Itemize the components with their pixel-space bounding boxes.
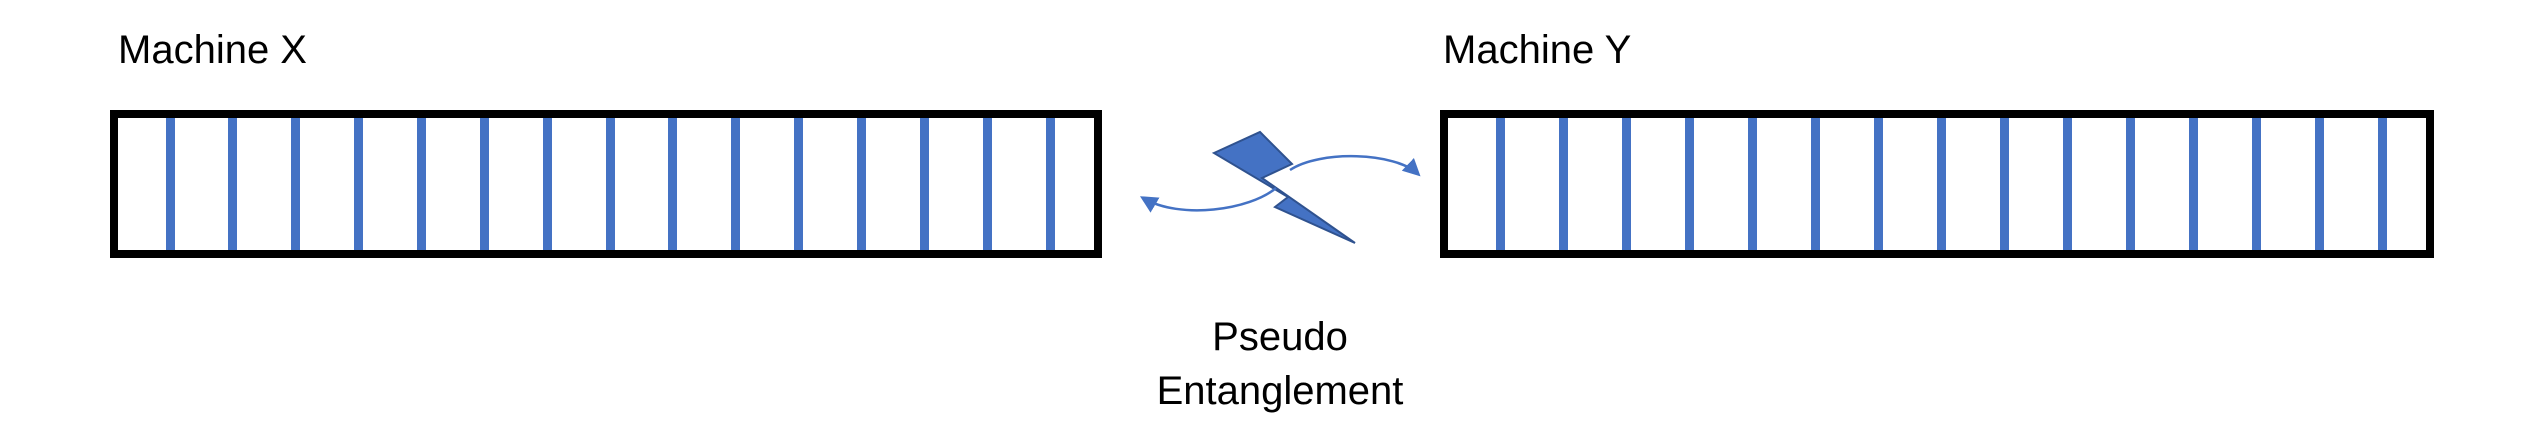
slot-bar	[1045, 118, 1055, 250]
slot-bar	[354, 118, 364, 250]
machine-x-box	[110, 110, 1102, 258]
slot-bar	[1495, 118, 1505, 250]
entanglement-label-line1: Pseudo	[1212, 315, 1348, 359]
slot-bar	[1747, 118, 1757, 250]
slot-bar	[1684, 118, 1694, 250]
slot-bar	[479, 118, 489, 250]
slot-bar	[416, 118, 426, 250]
entanglement-label-line2: Entanglement	[1156, 369, 1404, 413]
slot-bar	[1810, 118, 1820, 250]
slot-bar	[228, 118, 238, 250]
slot-bar	[982, 118, 992, 250]
slot-bar	[165, 118, 175, 250]
slot-bar	[542, 118, 552, 250]
machine-y-box	[1440, 110, 2434, 258]
double-arrow-icon	[1143, 155, 1418, 210]
slot-bar	[1999, 118, 2009, 250]
slot-bar	[291, 118, 301, 250]
slot-bar	[2251, 118, 2261, 250]
slot-bar	[668, 118, 678, 250]
slot-bar	[1558, 118, 1568, 250]
slot-bar	[605, 118, 615, 250]
machine-x-label: Machine X	[118, 28, 307, 72]
machine-y-label: Machine Y	[1443, 28, 1632, 72]
slot-bar	[1873, 118, 1883, 250]
slot-bar	[856, 118, 866, 250]
slot-bar	[1621, 118, 1631, 250]
slot-bar	[2377, 118, 2387, 250]
slot-bar	[731, 118, 741, 250]
slot-bar	[919, 118, 929, 250]
slot-bar	[2125, 118, 2135, 250]
slot-bar	[794, 118, 804, 250]
slot-bar	[2314, 118, 2324, 250]
lightning-bolt-icon	[1211, 130, 1356, 244]
entanglement-label: Pseudo Entanglement	[1040, 310, 1520, 418]
slot-bar	[1936, 118, 1946, 250]
slot-bar	[2188, 118, 2198, 250]
slot-bar	[2062, 118, 2072, 250]
